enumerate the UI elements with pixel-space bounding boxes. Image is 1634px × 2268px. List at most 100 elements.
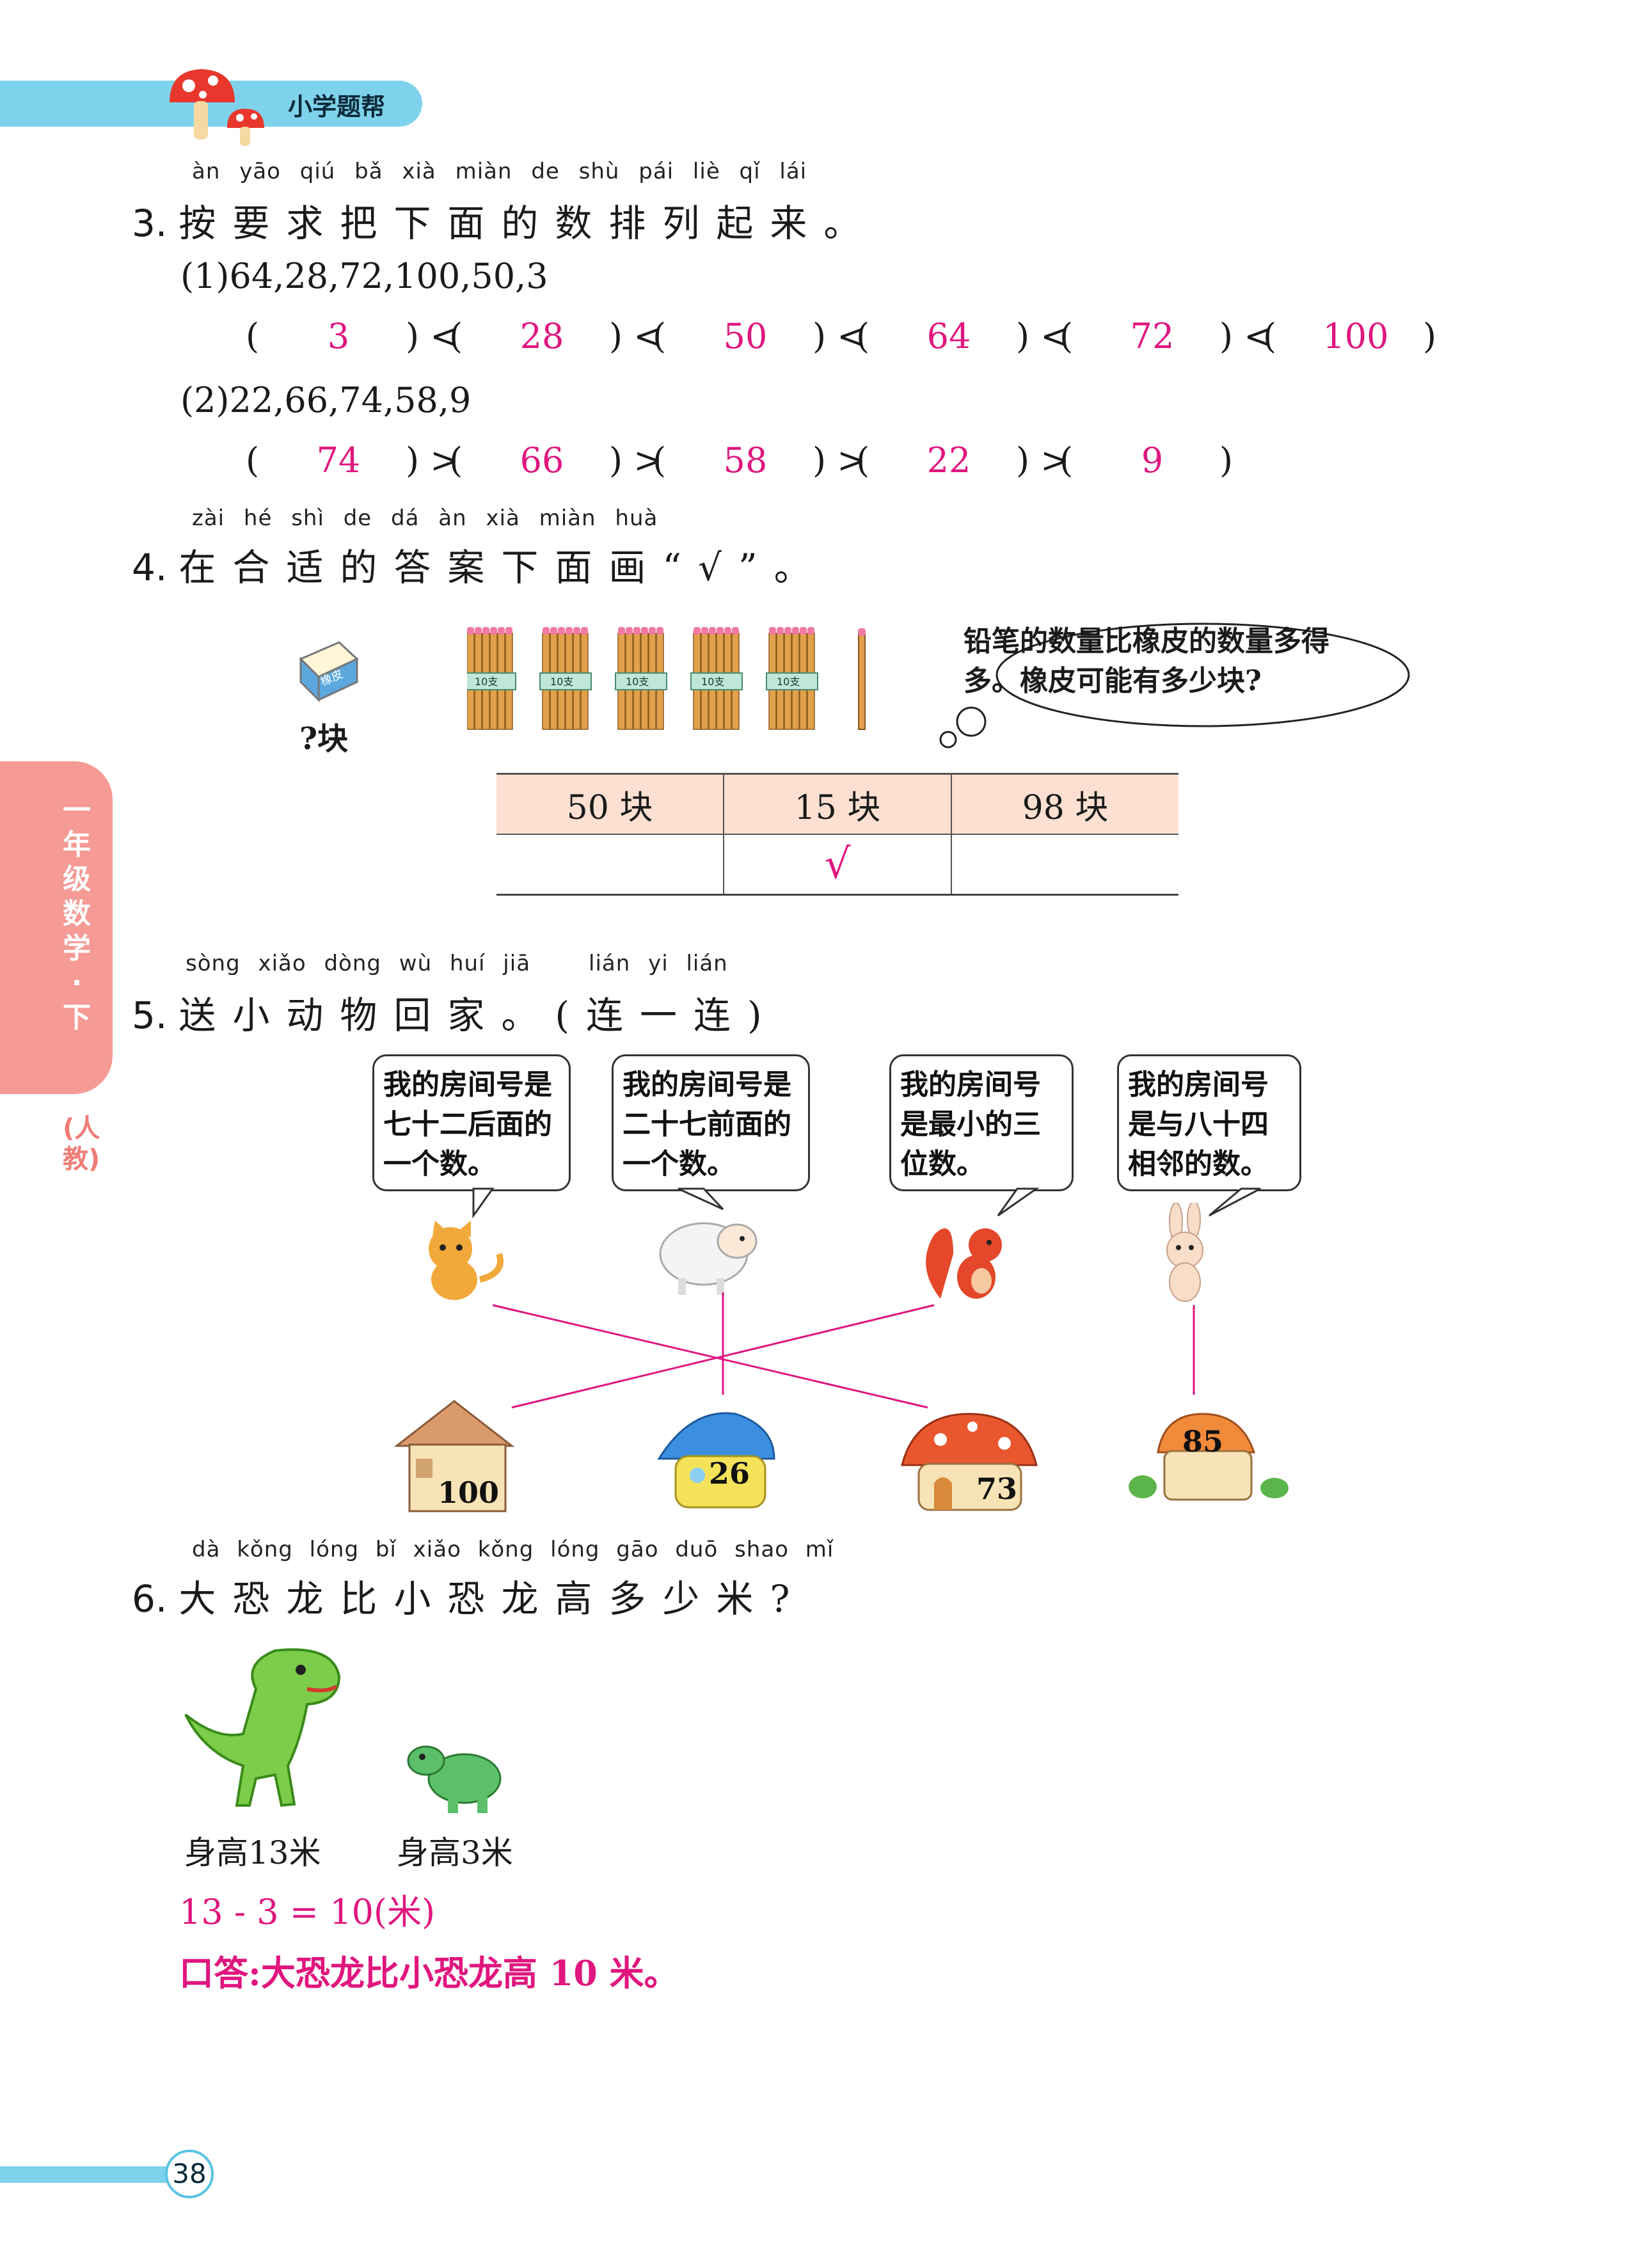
bundle-label: 10支 (701, 676, 724, 688)
paren-close: ) (1219, 440, 1233, 480)
pencil-eraser-tip (792, 627, 799, 635)
pencil-eraser-tip (701, 627, 708, 635)
pencil-eraser-tip (717, 627, 724, 635)
option-15: 15 块 (723, 773, 952, 835)
answer-value: 74 (316, 440, 361, 480)
paren-close: ) < (813, 316, 866, 356)
paren-open: ( (653, 440, 667, 480)
mark-cell-50[interactable] (496, 834, 724, 896)
pencil-eraser-tip (505, 627, 512, 635)
answer-value: 22 (926, 440, 971, 480)
paren-open: ( (1059, 440, 1074, 480)
paren-open: ( (246, 316, 260, 356)
big-dinosaur-icon (184, 1648, 341, 1807)
paren-close: ) < (609, 316, 663, 356)
thought-text: 铅笔的数量比橡皮的数量多得多。橡皮可能有多少块? (964, 625, 1329, 697)
option-98: 98 块 (951, 773, 1178, 835)
paren-close: ) < (1016, 316, 1070, 356)
pencil-eraser-tip (475, 627, 482, 635)
bundle-band (615, 672, 667, 690)
house-number-85: 85 (1182, 1424, 1224, 1459)
pencil-eraser-tip (649, 627, 656, 635)
bundle-label: 10支 (626, 676, 649, 688)
mark-cell-15[interactable]: √ (723, 834, 952, 896)
squirrel-icon (926, 1228, 1002, 1299)
pencil-eraser-tip (784, 627, 791, 635)
pencil-eraser-tip (633, 627, 640, 635)
side-tab-grade: 一年级数学·下 (63, 794, 91, 1034)
q5-pinyin-right: lián yi lián (589, 951, 728, 976)
q6-equation: 13 - 3 = 10(米) (179, 1892, 436, 1932)
house-26-icon (657, 1412, 775, 1509)
pencil-eraser-tip (543, 627, 550, 635)
bundle-band (467, 672, 516, 690)
pencil-eraser-tip (777, 627, 784, 635)
pencil-eraser-tip (732, 627, 739, 635)
pencil-eraser-tip (573, 627, 580, 635)
pencil-eraser-tip (498, 627, 505, 635)
mushroom-logo-icon (170, 69, 264, 146)
answer-value: 66 (520, 440, 564, 480)
rabbit-icon (1166, 1203, 1203, 1302)
q5-pinyin-left: sòng xiǎo dòng wù huí jiā (186, 951, 531, 976)
q6-answer: 口答:大恐龙比小恐龙高 10 米。 (179, 1953, 679, 1994)
pencil-eraser-tip (566, 627, 573, 635)
pencil-eraser-tip (467, 627, 474, 635)
house-number-26: 26 (709, 1456, 750, 1491)
paren-close: ) < (1219, 316, 1273, 356)
bundle-band (766, 672, 818, 690)
house-73-icon (901, 1413, 1038, 1511)
pencil-eraser-tip (694, 627, 701, 635)
pencil-eraser-tip (618, 627, 625, 635)
eraser-icon: 橡皮 (299, 641, 359, 702)
q5-title: 5.送小动物回家。(连一连) (132, 994, 779, 1037)
answer-value: 9 (1141, 440, 1164, 480)
bubble-squirrel: 我的房间号是最小的三位数。 (889, 1054, 1074, 1191)
house-number-73: 73 (976, 1471, 1018, 1506)
q6-pinyin: dà kǒng lóng bǐ xiǎo kǒng lóng gāo duō s… (192, 1537, 834, 1562)
option-50: 50 块 (496, 773, 724, 835)
pencil-eraser-tip (581, 627, 588, 635)
sheep-icon (659, 1222, 758, 1295)
answer-value: 100 (1322, 316, 1389, 356)
q6-title: 6.大恐龙比小恐龙高多少米? (132, 1577, 807, 1621)
q3-title: 3.按要求把下面的数排列起来。 (132, 202, 878, 245)
paren-open: ( (246, 440, 260, 480)
pencil-eraser-tip (626, 627, 633, 635)
pencil-eraser-tip (800, 627, 807, 635)
bundle-label: 10支 (475, 676, 498, 688)
answer-value: 58 (723, 440, 768, 480)
small-dinosaur-icon (407, 1745, 502, 1813)
side-tab-edition: (人教) (63, 1114, 100, 1174)
paren-open: ( (449, 316, 463, 356)
answer-value: 72 (1130, 316, 1175, 356)
eraser-caption: ?块 (299, 721, 349, 757)
paren-close: ) > (1016, 440, 1070, 480)
bundle-label: 10支 (550, 676, 573, 688)
pencil-eraser-tip (641, 627, 648, 635)
cat-icon (429, 1221, 504, 1300)
paren-open: ( (1059, 316, 1074, 356)
bubble-rabbit: 我的房间号是与八十四相邻的数。 (1117, 1054, 1301, 1191)
house-number-100: 100 (438, 1475, 500, 1510)
mark-cell-98[interactable] (951, 834, 1178, 896)
thought-bubble (939, 623, 1410, 749)
house-85-icon (1129, 1413, 1289, 1501)
line-cat-to-73 (492, 1304, 928, 1409)
paren-open: ( (856, 440, 870, 480)
answer-value: 3 (327, 316, 350, 356)
pencil-eraser-tip (656, 627, 663, 635)
bundle-band (690, 672, 743, 690)
page-number: 38 (165, 2150, 214, 2198)
pencil-eraser-tip (482, 627, 489, 635)
pencil-eraser-tip (724, 627, 731, 635)
pencil-eraser-tip (769, 627, 776, 635)
big-dinosaur-caption: 身高13米 (184, 1834, 321, 1871)
pencil-eraser-tip (550, 627, 557, 635)
paren-close: ) < (406, 316, 459, 356)
small-dinosaur-caption: 身高3米 (397, 1834, 513, 1871)
line-squirrel-to-100 (511, 1304, 935, 1409)
pencil-eraser-tip (807, 627, 814, 635)
side-tab (0, 761, 113, 1094)
